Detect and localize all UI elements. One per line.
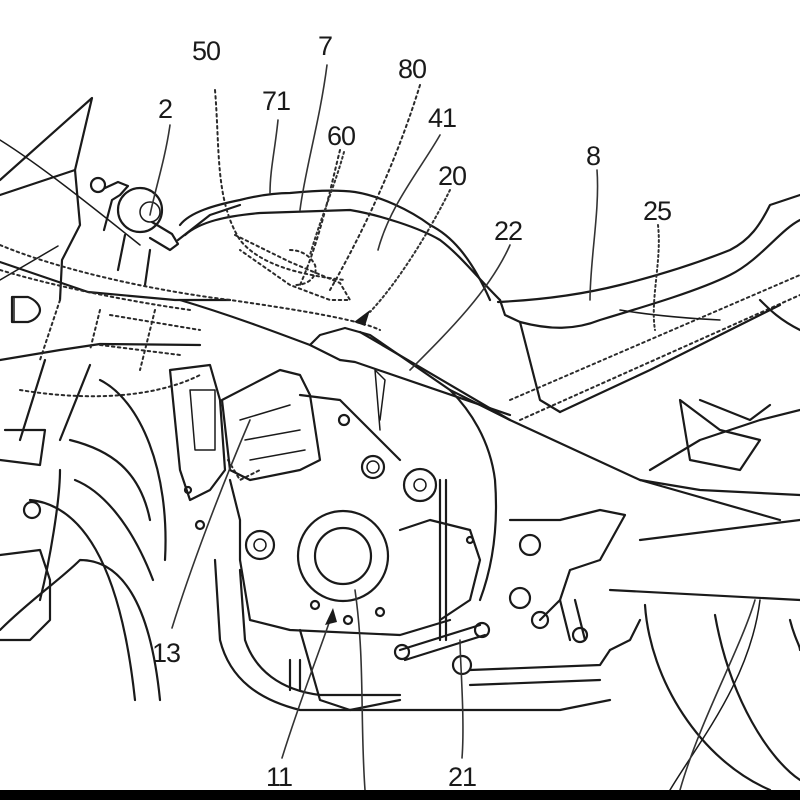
leader-41: [377, 134, 441, 251]
leader-20: [369, 189, 451, 313]
label-21: 21: [448, 762, 476, 792]
hidden-components: [0, 84, 800, 482]
seat: [496, 193, 800, 332]
crop-bar: [0, 790, 800, 800]
leader-2: [149, 124, 171, 216]
leader-center: [354, 589, 366, 791]
label-25: 25: [643, 196, 671, 226]
label-41: 41: [428, 103, 456, 133]
engine: [183, 368, 482, 712]
front-fairing: [0, 96, 232, 602]
label-20: 20: [438, 161, 466, 191]
arrowhead-20: [354, 310, 370, 326]
fuel-tank: [178, 189, 522, 324]
label-7: 7: [318, 31, 332, 61]
exhaust: [213, 558, 612, 712]
label-80: 80: [398, 54, 426, 84]
leader-7: [299, 64, 328, 211]
arrowhead-11: [325, 608, 337, 625]
leader-25: [652, 224, 660, 331]
leader-lines: [149, 64, 756, 791]
radiator: [168, 363, 227, 502]
label-60: 60: [327, 121, 355, 151]
leader-8: [589, 169, 599, 301]
leader-13: [171, 419, 251, 629]
leader-71: [269, 119, 279, 194]
front-wheel: [0, 358, 167, 702]
turn-signal: [10, 295, 42, 324]
leader-21: [459, 639, 464, 759]
leader-rear: [679, 599, 756, 791]
reference-labels: 50 7 80 71 2 60 41 20 22 8 25 13 11 21: [152, 31, 672, 792]
label-11: 11: [266, 762, 292, 792]
label-22: 22: [494, 216, 522, 246]
label-13: 13: [152, 638, 180, 668]
shift-linkage: [393, 478, 612, 687]
handlebar: [89, 176, 242, 287]
rear-subframe: [648, 398, 800, 472]
leader-60: [309, 151, 345, 256]
label-8: 8: [586, 141, 600, 171]
label-2: 2: [158, 94, 172, 124]
leader-22: [409, 244, 511, 371]
label-71: 71: [262, 86, 290, 116]
main-frame: [178, 298, 800, 602]
leader-11: [281, 619, 331, 759]
rear-wheel: [608, 518, 800, 792]
label-50: 50: [192, 36, 220, 66]
footpeg-bracket: [508, 508, 642, 652]
